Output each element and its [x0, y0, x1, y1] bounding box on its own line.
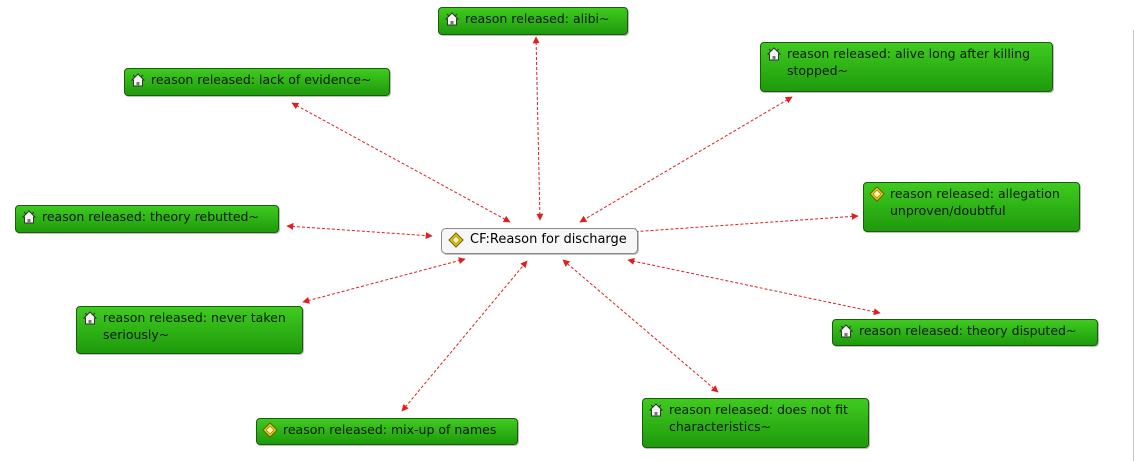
- node-reason-never-taken-seriously[interactable]: reason released: never taken seriously~: [76, 306, 303, 354]
- node-label: reason released: theory disputed~: [859, 323, 1077, 338]
- relation-edge-alibi[interactable]: [532, 36, 544, 221]
- node-reason-lack-of-evidence[interactable]: reason released: lack of evidence~: [124, 68, 390, 96]
- topic-house-icon: [21, 209, 37, 225]
- relation-edge-mix-up[interactable]: [401, 260, 528, 412]
- node-reason-theory-disputed[interactable]: reason released: theory disputed~: [832, 319, 1098, 346]
- center-node-reason-for-discharge[interactable]: CF:Reason for discharge: [441, 228, 638, 254]
- node-label: reason released: theory rebutted~: [42, 209, 259, 224]
- node-reason-theory-rebutted[interactable]: reason released: theory rebutted~: [15, 205, 279, 233]
- relation-edge-lack-of-evidence[interactable]: [291, 102, 511, 223]
- topic-house-icon: [130, 72, 146, 88]
- topic-house-icon: [648, 402, 664, 418]
- node-label: reason released: alive long after killin…: [787, 46, 1031, 78]
- relation-edge-theory-rebutted[interactable]: [286, 222, 433, 240]
- relation-edge-alive-long[interactable]: [579, 96, 793, 223]
- node-label: reason released: alibi~: [465, 11, 610, 26]
- center-node-label: CF:Reason for discharge: [470, 232, 627, 247]
- relation-edge-does-not-fit[interactable]: [562, 259, 719, 393]
- node-reason-alive-long-after-killing-stopped[interactable]: reason released: alive long after killin…: [760, 42, 1053, 92]
- relation-edge-theory-disputed[interactable]: [627, 257, 881, 316]
- topic-house-icon: [82, 310, 98, 326]
- relation-edge-allegation[interactable]: [629, 212, 859, 236]
- category-diamond-icon: [448, 232, 464, 248]
- node-reason-allegation-unproven[interactable]: reason released: allegation unproven/dou…: [863, 182, 1080, 232]
- node-label: reason released: allegation unproven/dou…: [890, 186, 1060, 218]
- node-label: reason released: does not fit characteri…: [669, 402, 848, 434]
- node-label: reason released: never taken seriously~: [103, 310, 286, 342]
- node-label: reason released: mix-up of names: [283, 422, 497, 437]
- category-diamond-icon: [262, 422, 278, 438]
- category-diamond-icon: [869, 186, 885, 202]
- topic-house-icon: [766, 46, 782, 62]
- topic-house-icon: [444, 11, 460, 27]
- node-reason-mix-up-of-names[interactable]: reason released: mix-up of names: [256, 418, 518, 445]
- node-label: reason released: lack of evidence~: [151, 72, 372, 87]
- topic-house-icon: [838, 323, 854, 339]
- node-reason-does-not-fit-characteristics[interactable]: reason released: does not fit characteri…: [642, 398, 869, 448]
- node-reason-alibi[interactable]: reason released: alibi~: [438, 7, 628, 35]
- relation-edge-never-taken[interactable]: [302, 257, 466, 304]
- canvas-border: [1133, 30, 1134, 461]
